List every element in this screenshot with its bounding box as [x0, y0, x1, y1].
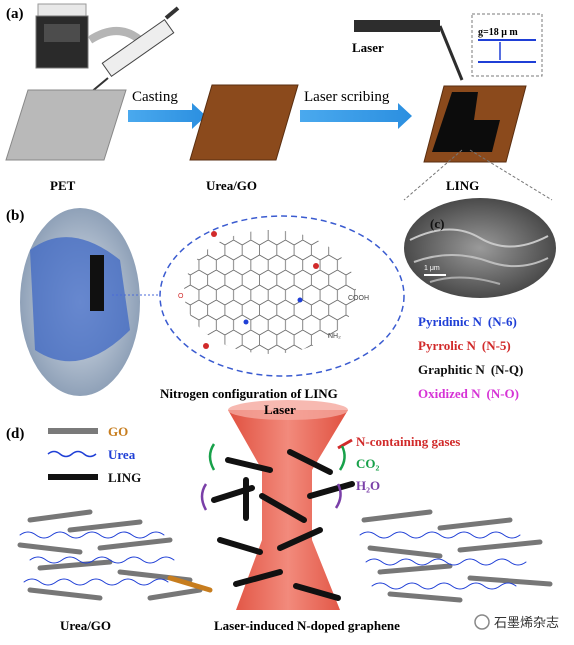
panel-b-tag: (b) [6, 208, 24, 224]
nitrogen-caption: Nitrogen configuration of LING [160, 386, 338, 401]
gas-label-n: N-containing gases [356, 434, 460, 449]
svg-text:GO: GO [108, 424, 128, 439]
svg-text:LING: LING [108, 470, 141, 485]
svg-text:Urea: Urea [108, 447, 136, 462]
urea-go-layer-left [17, 509, 213, 601]
n-type-2: Graphitic N(N-Q) [418, 362, 523, 377]
pet-substrate [5, 89, 127, 161]
casting-arrow [128, 103, 206, 129]
bottle-icon [35, 3, 89, 69]
laser-head [354, 20, 440, 32]
graphene-lattice [184, 230, 356, 354]
gas-arrow-purple [200, 483, 208, 511]
o-label: O [178, 293, 184, 300]
urea-go-layer-right [359, 509, 553, 603]
gas-arrow-green [208, 443, 216, 471]
gap-label: g=18 μ m [478, 27, 518, 38]
ling-flakes [211, 449, 355, 601]
ling-label: LING [446, 178, 479, 193]
bottom-right-label: Laser-induced N-doped graphene [214, 618, 400, 633]
bottom-left-label: Urea/GO [60, 618, 111, 633]
nh2-label: NH₂ [328, 333, 341, 340]
laser-scribing-label: Laser scribing [304, 89, 390, 105]
ling-pattern [432, 92, 500, 152]
laser-scribing-arrow [300, 103, 412, 129]
casting-label: Casting [132, 89, 178, 105]
laser-label-a: Laser [352, 40, 384, 55]
laser-beam-line [438, 25, 464, 81]
panel-c-tag: (c) [430, 216, 444, 231]
n-type-1: Pyrrolic N(N-5) [418, 338, 511, 353]
n-type-0: Pyridinic N(N-6) [418, 314, 517, 329]
laser-label-d: Laser [264, 402, 296, 417]
urea-go-substrate [189, 84, 299, 161]
nitrogen-type-list: Pyridinic N(N-6) Pyrrolic N(N-5) Graphit… [418, 314, 523, 401]
gas-arrow-red [337, 438, 353, 450]
panel-d-tag: (d) [6, 426, 24, 442]
sem-image [404, 198, 556, 298]
gas-label-co2: CO₂ [356, 456, 380, 471]
watermark: 石墨烯杂志 [474, 614, 559, 630]
pour-arrow-icon [87, 27, 143, 44]
panel-d-legend: GO Urea LING [47, 424, 141, 485]
pet-label: PET [50, 178, 76, 193]
n-type-3: Oxidized N(N-O) [418, 386, 519, 401]
cooh-label: COOH [348, 295, 369, 302]
gap-inset [471, 13, 543, 77]
sem-scale-label: 1 μm [424, 265, 440, 272]
svg-text:石墨烯杂志: 石墨烯杂志 [494, 615, 559, 630]
gas-label-h2o: H₂O [356, 478, 380, 493]
panel-a-tag: (a) [6, 6, 24, 22]
urea-go-label: Urea/GO [206, 178, 257, 193]
